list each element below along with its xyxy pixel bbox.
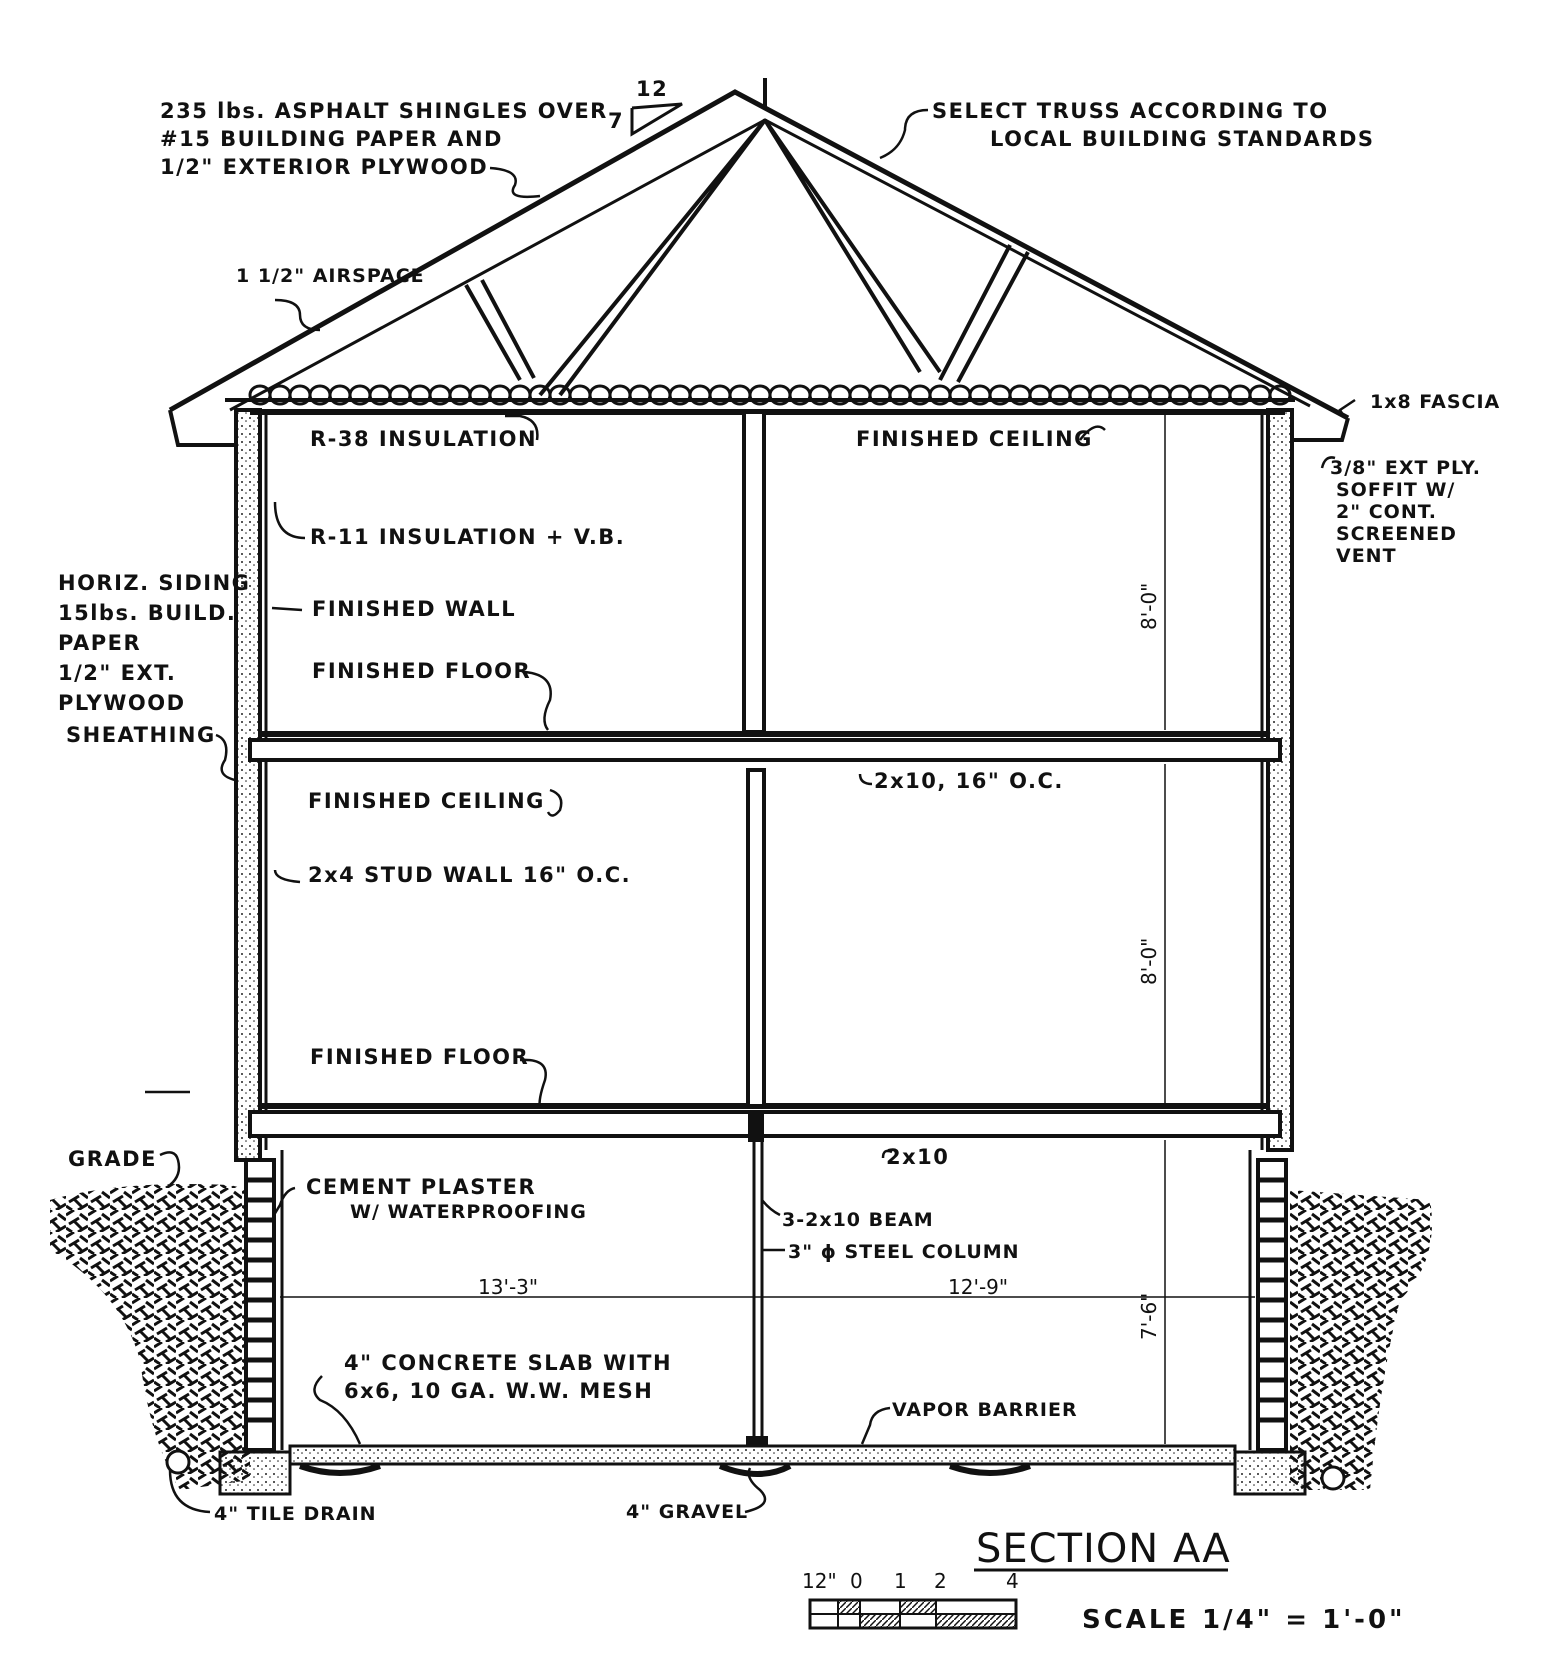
label-shingles-3: 1/2" EXTERIOR PLYWOOD [160,155,488,179]
beam-and-column [746,1112,768,1446]
label-slab-2: 6x6, 10 GA. W.W. MESH [344,1379,653,1403]
foundation-wall-right [1248,1150,1288,1452]
dim-basement-height: 7'-6" [1137,1293,1161,1340]
slope-symbol: 12 7 [608,77,683,137]
foundation-wall-left [244,1150,284,1452]
label-finished-wall: FINISHED WALL [312,597,516,621]
dim-upper-height: 8'-0" [1137,583,1161,630]
label-finished-ceiling-lower: FINISHED CEILING [308,789,545,813]
label-soffit-3: 2" CONT. [1336,501,1437,523]
label-soffit-4: SCREENED [1336,523,1457,545]
scale-tick-1: 1 [894,1569,907,1593]
tile-drains [165,1449,1346,1491]
concrete-slab [288,1444,1237,1477]
slope-run: 12 [636,77,668,101]
dimension-lines [280,414,1255,1444]
label-soffit-1: 3/8" EXT PLY. [1330,457,1481,479]
label-r38: R-38 INSULATION [310,427,537,451]
label-soffit-2: SOFFIT W/ [1336,479,1455,501]
earth-right [1290,1190,1432,1490]
label-shingles-1: 235 lbs. ASPHALT SHINGLES OVER [160,99,608,123]
label-column: 3" ϕ STEEL COLUMN [788,1241,1020,1263]
scale-value: 1/4" = 1'-0" [1202,1605,1406,1635]
scale-bar: 12" 0 1 2 4 SCALE 1/4" = 1'-0" [802,1569,1406,1635]
label-r11: R-11 INSULATION + V.B. [310,525,625,549]
dim-main-height: 8'-0" [1137,938,1161,985]
callouts: 235 lbs. ASPHALT SHINGLES OVER #15 BUILD… [58,99,1500,1525]
label-gravel: 4" GRAVEL [626,1501,748,1523]
interior-partition-upper [742,410,766,734]
label-joist-lower: 2x10 [886,1145,949,1169]
label-slab-1: 4" CONCRETE SLAB WITH [344,1351,672,1375]
leader-lines [145,108,1356,1514]
label-siding-6: SHEATHING [66,723,216,747]
scale-tick-2: 2 [934,1569,947,1593]
label-siding-4: 1/2" EXT. [58,661,176,685]
interior-partition-main [746,768,766,1108]
label-joist-upper: 2x10, 16" O.C. [874,769,1064,793]
label-airspace: 1 1/2" AIRSPACE [236,265,425,287]
label-truss-2: LOCAL BUILDING STANDARDS [990,127,1375,151]
dimension-text: 8'-0" 8'-0" 7'-6" 13'-3" 12'-9" [478,583,1161,1340]
label-siding-5: PLYWOOD [58,691,186,715]
dim-left-span: 13'-3" [478,1275,538,1299]
label-siding-2: 15lbs. BUILD. [58,601,236,625]
label-finished-ceiling-upper: FINISHED CEILING [856,427,1093,451]
label-tile-drain: 4" TILE DRAIN [214,1503,377,1525]
scale-tick-0: 0 [850,1569,863,1593]
first-floor-framing [248,1103,1282,1138]
label-finished-floor-lower: FINISHED FLOOR [310,1045,529,1069]
roof-truss [168,78,1350,447]
label-vapor: VAPOR BARRIER [892,1399,1078,1421]
label-truss-1: SELECT TRUSS ACCORDING TO [932,99,1329,123]
insulation-r38 [248,384,1292,406]
label-finished-floor-upper: FINISHED FLOOR [312,659,531,683]
title-block: SECTION AA [974,1526,1231,1572]
exterior-wall-left [234,408,268,1162]
scale-label: SCALE [1082,1605,1189,1635]
dim-right-span: 12'-9" [948,1275,1008,1299]
label-siding-3: PAPER [58,631,141,655]
scale-tick-4: 4 [1006,1569,1019,1593]
label-beam: 3-2x10 BEAM [782,1209,934,1231]
slope-rise: 7 [608,109,624,133]
earth-left [50,1184,250,1490]
footings [218,1450,1307,1496]
label-soffit-5: VENT [1336,545,1397,567]
label-plaster-1: CEMENT PLASTER [306,1175,536,1199]
label-shingles-2: #15 BUILDING PAPER AND [160,127,503,151]
second-floor-framing [248,731,1282,762]
exterior-wall-right [1260,408,1294,1152]
label-fascia: 1x8 FASCIA [1370,391,1500,413]
label-siding-1: HORIZ. SIDING [58,571,250,595]
label-grade: GRADE [68,1147,157,1171]
label-plaster-2: W/ WATERPROOFING [350,1201,587,1223]
section-title: SECTION AA [976,1526,1231,1572]
label-stud-wall: 2x4 STUD WALL 16" O.C. [308,863,631,887]
scale-tick-12in: 12" [802,1569,837,1593]
